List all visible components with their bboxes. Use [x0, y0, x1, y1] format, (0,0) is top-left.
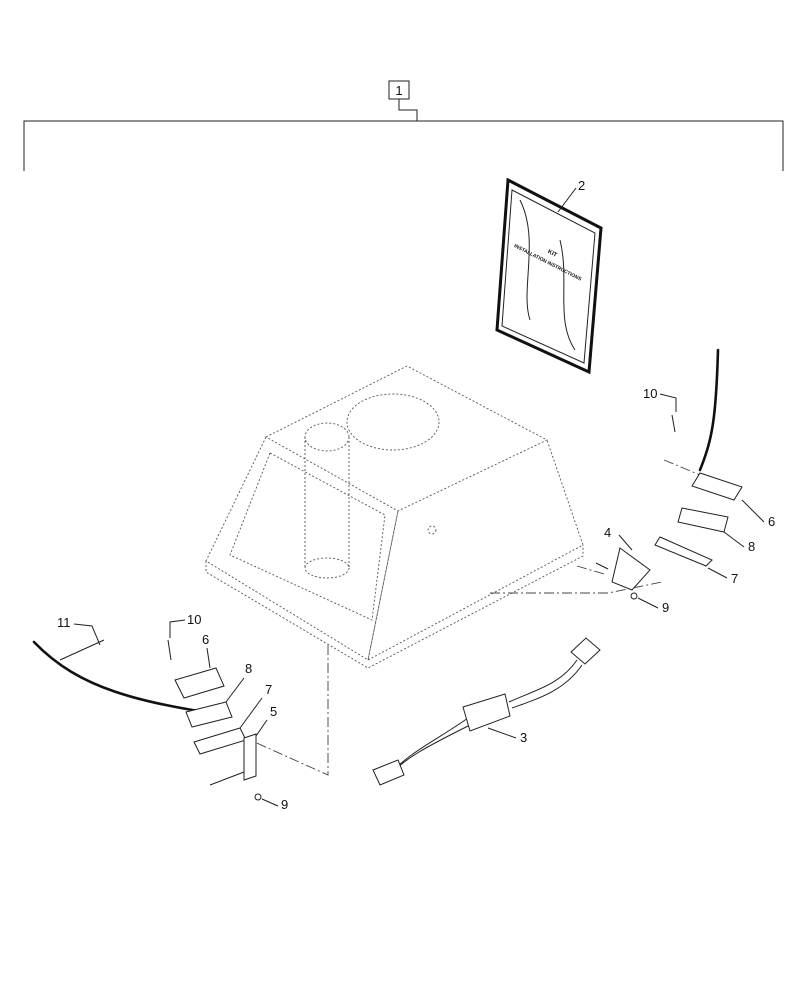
callout-screw-left: 10 [187, 612, 201, 627]
callout-manual: 2 [578, 178, 585, 193]
cover-left [174, 667, 225, 699]
callout-kit: 1 [395, 83, 402, 98]
callout-base-left: 7 [265, 682, 272, 697]
callout-screw-right: 10 [643, 386, 657, 401]
wiring-harness: 3 [372, 637, 601, 786]
callout-bracket-right: 4 [604, 525, 611, 540]
gasket-right [677, 507, 729, 533]
callout-bracket-left: 5 [270, 704, 277, 719]
left-sensor-assembly: 11 10 6 8 7 5 9 [32, 612, 288, 812]
base-right [654, 536, 713, 567]
housing-reference [205, 365, 584, 669]
gasket-left [185, 701, 233, 728]
assembly-lines [249, 459, 701, 776]
callout-cover-left: 6 [202, 632, 209, 647]
bracket-right [611, 547, 651, 591]
right-sensor-assembly: 10 6 8 7 4 9 [595, 348, 775, 615]
callout-cover-right: 6 [768, 514, 775, 529]
callout-harness: 3 [520, 730, 527, 745]
callout-gasket-left: 8 [245, 661, 252, 676]
installation-manual: KIT INSTALLATION INSTRUCTIONS 2 [495, 177, 603, 375]
callout-nut-left: 9 [281, 797, 288, 812]
manual-cover-line1: KIT [546, 249, 558, 259]
cover-right [691, 472, 743, 501]
callout-gasket-right: 8 [748, 539, 755, 554]
callout-base-right: 7 [731, 571, 738, 586]
callout-nut-right: 9 [662, 600, 669, 615]
kit-bracket: 1 [23, 80, 784, 171]
bracket-left [243, 733, 257, 781]
base-left [193, 727, 247, 755]
callout-cable-tie: 11 [57, 615, 71, 630]
